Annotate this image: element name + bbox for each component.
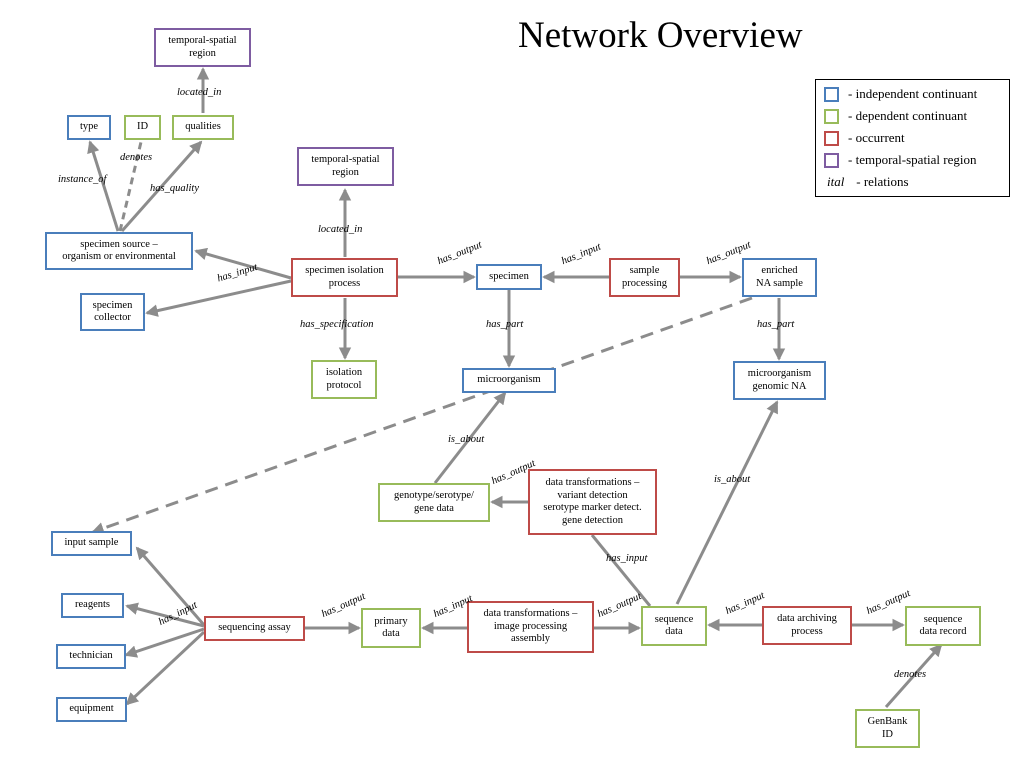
rel-is-about-sequence: is_about [714,474,751,485]
rel-located-in-mid: located_in [318,224,363,235]
legend-label-relations: - relations [853,174,909,189]
legend-label-independent: - independent continuant [848,86,978,101]
edge-instance-of [87,140,120,232]
rel-is-about-genotype: is_about [448,434,485,445]
node-data-archiving-process: data archiving process [762,606,852,645]
node-sequence-data: sequence data [641,606,707,646]
node-reagents: reagents [61,593,124,618]
rel-has-part-enriched: has_part [757,319,795,330]
edge-is-about-genotype [433,391,507,484]
node-equipment: equipment [56,697,127,722]
node-sequencing-assay: sequencing assay [204,616,305,641]
node-specimen: specimen [476,264,542,290]
legend-swatch-dependent [824,108,839,124]
node-enriched-na-sample: enriched NA sample [742,258,817,297]
edge-has-input-input-sample [135,546,206,626]
edge-has-input-source [194,247,292,280]
node-sequence-data-record: sequence data record [905,606,981,646]
edge-has-input-variant [590,534,652,607]
node-technician: technician [56,644,126,669]
node-id: ID [124,115,161,140]
edge-dashed-enriched-to-input [91,296,753,535]
legend-item-occurrent: - occurrent [824,129,905,147]
rel-has-specification: has_specification [300,319,374,330]
diagram-title: Network Overview [518,15,803,56]
node-data-transformations-image: data transformations – image processing … [467,601,594,653]
node-genbank-id: GenBank ID [855,709,920,748]
edge-has-input-technician [124,627,205,658]
legend-swatch-independent [824,86,839,102]
edge-denotes-genbank [884,643,943,708]
legend-item-independent-continuant: - independent continuant [824,85,977,103]
node-specimen-collector: specimen collector [80,293,145,331]
rel-has-part-specimen: has_part [486,319,524,330]
edge-has-input-equipment [125,630,206,706]
node-primary-data: primary data [361,608,421,648]
node-temporal-spatial-region-mid: temporal-spatial region [297,147,394,186]
node-data-transformations-variant: data transformations – variant detection… [528,469,657,535]
legend-swatch-occurrent [824,130,839,146]
legend-item-relations: ital - relations [824,173,909,191]
edge-has-input-reagents [125,602,205,628]
legend-relations-marker: ital [827,174,845,189]
node-microorganism-genomic-na: microorganism genomic NA [733,361,826,400]
node-sample-processing: sample processing [609,258,680,297]
legend: - independent continuant - dependent con… [815,79,1010,197]
legend-label-dependent: - dependent continuant [848,108,968,123]
rel-has-input-variant: has_input [606,553,648,564]
node-specimen-source: specimen source – organism or environmen… [45,232,193,270]
node-qualities: qualities [172,115,234,140]
legend-label-occurrent: - occurrent [848,130,905,145]
node-temporal-spatial-region-top: temporal-spatial region [154,28,251,67]
edge-is-about-sequence [675,400,779,605]
edge-has-quality [120,140,203,232]
legend-label-temporal-spatial: - temporal-spatial region [848,152,977,167]
rel-has-quality: has_quality [150,183,199,194]
node-genotype-gene-data: genotype/serotype/ gene data [378,483,490,522]
legend-item-dependent-continuant: - dependent continuant [824,107,967,125]
rel-instance-of: instance_of [58,174,107,185]
legend-swatch-temporal-spatial [824,152,839,168]
node-isolation-protocol: isolation protocol [311,360,377,399]
rel-located-in-top: located_in [177,87,222,98]
edge-denotes-id [118,141,143,232]
edge-has-input-collector [145,279,292,317]
rel-denotes-genbank: denotes [894,669,927,680]
node-microorganism: microorganism [462,368,556,393]
node-input-sample: input sample [51,531,132,556]
legend-item-temporal-spatial-region: - temporal-spatial region [824,151,977,169]
node-specimen-isolation-process: specimen isolation process [291,258,398,297]
rel-denotes-id: denotes [120,152,153,163]
node-type: type [67,115,111,140]
